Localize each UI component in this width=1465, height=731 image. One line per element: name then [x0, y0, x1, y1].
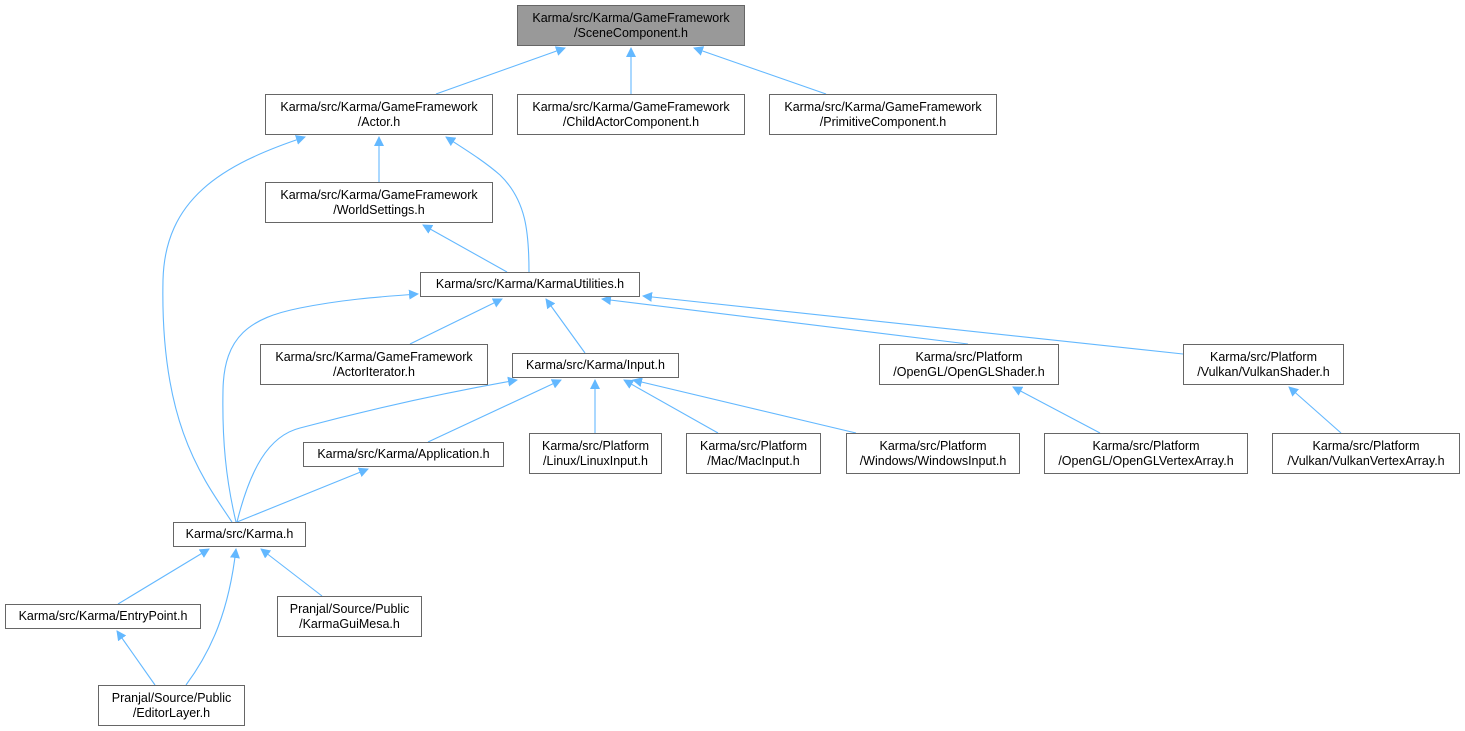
- node-label-line: /Vulkan/VulkanShader.h: [1197, 364, 1330, 379]
- node-openglvertexarray[interactable]: Karma/src/Platform /OpenGL/OpenGLVertexA…: [1044, 433, 1248, 474]
- node-karma[interactable]: Karma/src/Karma.h: [173, 522, 306, 547]
- node-label-line: Pranjal/Source/Public: [289, 601, 410, 616]
- edge-karmautilities-to-worldsettings: [422, 224, 508, 273]
- node-vulkanvertexarray[interactable]: Karma/src/Platform /Vulkan/VulkanVertexA…: [1272, 433, 1460, 474]
- node-label-line: Karma/src/Platform: [542, 438, 649, 453]
- edge-karma-to-karmautilities: [222, 289, 419, 523]
- node-label-line: Karma/src/Karma/GameFramework: [280, 187, 478, 202]
- node-label-line: Pranjal/Source/Public: [111, 690, 232, 705]
- edge-openglvertexarray-to-openglshader: [1012, 386, 1101, 434]
- edge-primitivecomponent-to-scenecomponent: [693, 46, 827, 95]
- node-karmaguimesa[interactable]: Pranjal/Source/Public /KarmaGuiMesa.h: [277, 596, 422, 637]
- node-linuxinput[interactable]: Karma/src/Platform /Linux/LinuxInput.h: [529, 433, 662, 474]
- edge-vulkanshader-to-karmautilities: [642, 291, 1184, 355]
- node-childactorcomponent[interactable]: Karma/src/Karma/GameFramework /ChildActo…: [517, 94, 745, 135]
- node-label-line: /EditorLayer.h: [132, 705, 211, 720]
- edge-entrypoint-to-karma: [117, 548, 210, 605]
- node-scenecomponent: Karma/src/Karma/GameFramework /SceneComp…: [517, 5, 745, 46]
- edge-editorlayer-to-karma: [185, 548, 240, 686]
- node-label-line: /KarmaGuiMesa.h: [299, 616, 400, 631]
- node-label-line: Karma/src/Platform: [1092, 438, 1200, 453]
- node-label-line: Karma/src/Karma/Application.h: [317, 447, 490, 461]
- node-label-line: Karma/src/Karma/Input.h: [526, 358, 665, 372]
- node-label-line: Karma/src/Platform: [1210, 349, 1317, 364]
- node-label-line: Karma/src/Karma/KarmaUtilities.h: [435, 277, 625, 291]
- node-vulkanshader[interactable]: Karma/src/Platform /Vulkan/VulkanShader.…: [1183, 344, 1344, 385]
- node-actor[interactable]: Karma/src/Karma/GameFramework /Actor.h: [265, 94, 493, 135]
- edge-editorlayer-to-entrypoint: [116, 630, 156, 686]
- node-label-line: /WorldSettings.h: [333, 202, 425, 217]
- node-label-line: Karma/src/Platform: [879, 438, 987, 453]
- node-label-line: /OpenGL/OpenGLShader.h: [893, 364, 1045, 379]
- node-label-line: Karma/src/Platform: [1312, 438, 1420, 453]
- node-label-line: /Linux/LinuxInput.h: [543, 453, 648, 468]
- node-entrypoint[interactable]: Karma/src/Karma/EntryPoint.h: [5, 604, 201, 629]
- node-label-line: Karma/src/Karma/GameFramework: [280, 99, 478, 114]
- node-label-line: /PrimitiveComponent.h: [819, 114, 947, 129]
- node-application[interactable]: Karma/src/Karma/Application.h: [303, 442, 504, 467]
- node-label-line: Karma/src/Platform: [700, 438, 807, 453]
- node-label-line: Karma/src/Karma/GameFramework: [275, 349, 473, 364]
- node-label-line: Karma/src/Karma/GameFramework: [532, 10, 730, 25]
- node-windowsinput[interactable]: Karma/src/Platform /Windows/WindowsInput…: [846, 433, 1020, 474]
- node-label-line: /Actor.h: [357, 114, 401, 129]
- node-label-line: Karma/src/Karma/GameFramework: [784, 99, 982, 114]
- node-openglshader[interactable]: Karma/src/Platform /OpenGL/OpenGLShader.…: [879, 344, 1059, 385]
- edge-vulkanvertexarray-to-vulkanshader: [1288, 386, 1342, 434]
- node-label-line: /Vulkan/VulkanVertexArray.h: [1287, 453, 1445, 468]
- node-worldsettings[interactable]: Karma/src/Karma/GameFramework /WorldSett…: [265, 182, 493, 223]
- edge-windowsinput-to-input: [632, 377, 857, 434]
- node-label-line: Karma/src/Karma/GameFramework: [532, 99, 730, 114]
- node-label-line: /ActorIterator.h: [333, 364, 415, 379]
- node-label-line: /Mac/MacInput.h: [707, 453, 800, 468]
- node-label-line: Karma/src/Platform: [915, 349, 1023, 364]
- edge-karma-to-input: [236, 376, 518, 523]
- node-input[interactable]: Karma/src/Karma/Input.h: [512, 353, 679, 378]
- node-label-line: Karma/src/Karma/EntryPoint.h: [18, 609, 188, 623]
- node-label-line: /ChildActorComponent.h: [562, 114, 700, 129]
- node-macinput[interactable]: Karma/src/Platform /Mac/MacInput.h: [686, 433, 821, 474]
- edge-macinput-to-input: [623, 379, 719, 434]
- edge-actoriterator-to-karmautilities: [409, 298, 503, 345]
- edge-openglshader-to-karmautilities: [601, 295, 969, 345]
- node-label-line: /Windows/WindowsInput.h: [859, 453, 1007, 468]
- edge-application-to-input: [427, 379, 562, 443]
- edge-actor-to-scenecomponent: [435, 46, 566, 95]
- edges: [116, 46, 1342, 686]
- node-primitivecomponent[interactable]: Karma/src/Karma/GameFramework /Primitive…: [769, 94, 997, 135]
- node-label-line: Karma/src/Karma.h: [185, 527, 294, 541]
- node-actoriterator[interactable]: Karma/src/Karma/GameFramework /ActorIter…: [260, 344, 488, 385]
- node-karmautilities[interactable]: Karma/src/Karma/KarmaUtilities.h: [420, 272, 640, 297]
- node-label-line: /OpenGL/OpenGLVertexArray.h: [1058, 453, 1234, 468]
- node-label-line: /SceneComponent.h: [574, 25, 688, 40]
- edge-karma-to-actor: [162, 135, 306, 523]
- edge-input-to-karmautilities: [545, 298, 586, 354]
- edge-karmautilities-to-actor: [445, 136, 530, 273]
- edge-karma-to-application: [236, 467, 369, 523]
- edge-karmaguimesa-to-karma: [260, 548, 323, 597]
- node-editorlayer[interactable]: Pranjal/Source/Public /EditorLayer.h: [98, 685, 245, 726]
